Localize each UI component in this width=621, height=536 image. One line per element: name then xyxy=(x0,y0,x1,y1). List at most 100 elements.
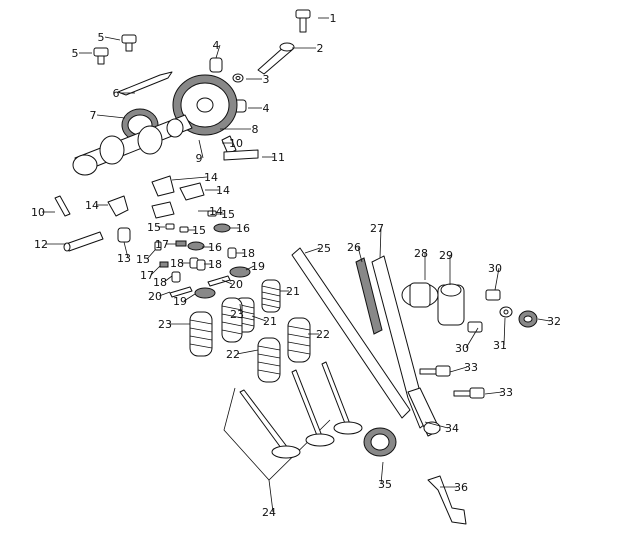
callout-label-c16b: 16 xyxy=(208,241,222,254)
part-17-locks xyxy=(159,240,187,268)
leader-line-c14b xyxy=(171,176,208,181)
leader-line-c31 xyxy=(503,317,506,346)
callout-label-c20a: 20 xyxy=(229,278,243,291)
leader-line-c19b xyxy=(183,293,196,302)
callout-label-c14b: 14 xyxy=(204,171,218,184)
leader-line-c32 xyxy=(537,318,551,322)
callout-label-c15c: 15 xyxy=(192,224,206,237)
callout-label-c15a: 15 xyxy=(221,208,235,221)
part-29-tensioner xyxy=(437,283,465,326)
callout-label-c23b: 23 xyxy=(230,308,244,321)
part-25-chain-guide xyxy=(291,247,411,419)
callout-label-c21b: 21 xyxy=(263,315,277,328)
leader-line-c20a xyxy=(221,279,233,285)
callout-label-c32: 32 xyxy=(547,315,561,328)
callout-label-c18a: 18 xyxy=(241,247,255,260)
callout-label-c23a: 23 xyxy=(158,318,172,331)
callout-label-c17b: 17 xyxy=(140,269,154,282)
callout-label-c18c: 18 xyxy=(208,258,222,271)
leader-line-c19a xyxy=(245,265,255,271)
callout-label-c10a: 10 xyxy=(229,137,243,150)
callout-label-c18b: 18 xyxy=(170,257,184,270)
leader-line-c25 xyxy=(304,247,321,254)
leader-line-c13 xyxy=(123,241,129,259)
part-33-bolt-a xyxy=(419,365,451,377)
callout-label-c31: 31 xyxy=(493,339,507,352)
callout-label-c9: 9 xyxy=(196,152,203,165)
part-14-rocker-d xyxy=(151,201,175,219)
leader-line-c4a xyxy=(215,44,221,59)
part-31-washer xyxy=(499,306,513,318)
part-10-pin-lower xyxy=(54,195,71,217)
callout-label-c13: 13 xyxy=(117,252,131,265)
callout-label-c35: 35 xyxy=(378,478,392,491)
part-19-spring-seats xyxy=(194,266,251,299)
callout-label-c28: 28 xyxy=(414,247,428,260)
leader-line-c18d xyxy=(163,275,173,283)
part-14-rocker-a xyxy=(107,195,129,217)
callout-label-c16a: 16 xyxy=(236,222,250,235)
part-2-shaft xyxy=(257,42,295,75)
leader-line-c5a xyxy=(104,36,121,41)
leader-line-c22b xyxy=(236,349,259,355)
part-10-pin-upper xyxy=(221,135,237,155)
part-18-seals xyxy=(171,247,237,283)
callout-label-c22b: 22 xyxy=(226,348,240,361)
part-5-bolt-b xyxy=(93,47,109,65)
leader-line-c24 xyxy=(268,479,274,513)
part-15-keepers xyxy=(154,210,217,251)
part-8-large-gear xyxy=(172,74,238,136)
leader-line-c26 xyxy=(357,246,363,263)
leader-line-c34 xyxy=(424,421,449,429)
part-11-pin xyxy=(223,149,259,161)
part-23-spring-a xyxy=(189,311,213,357)
part-22-spring-a xyxy=(287,317,311,363)
callout-label-c22a: 22 xyxy=(316,328,330,341)
leader-line-c17b xyxy=(150,265,161,276)
part-13-bushing xyxy=(117,227,131,243)
callout-label-c30a: 30 xyxy=(488,262,502,275)
callout-leaders xyxy=(42,17,551,513)
callout-label-c7: 7 xyxy=(90,109,97,122)
callout-label-c12: 12 xyxy=(34,238,48,251)
callout-label-c6: 6 xyxy=(113,87,120,100)
part-4-bushing-upper xyxy=(209,57,223,73)
callout-label-c1: 1 xyxy=(330,12,337,25)
leader-line-c35 xyxy=(380,461,384,485)
callout-label-c5b: 5 xyxy=(72,47,79,60)
callout-label-c26: 26 xyxy=(347,241,361,254)
part-5-bolt-a xyxy=(121,34,137,52)
callout-label-c29: 29 xyxy=(439,249,453,262)
callout-label-c19a: 19 xyxy=(251,260,265,273)
callout-label-c27: 27 xyxy=(370,222,384,235)
leader-line-c21b xyxy=(251,315,267,322)
callout-label-c33b: 33 xyxy=(499,386,513,399)
part-28-tensioner-body xyxy=(401,282,439,308)
part-3-washer xyxy=(232,73,244,83)
callout-label-c3: 3 xyxy=(263,73,270,86)
part-35-bearing xyxy=(363,427,397,457)
leader-line-c30b xyxy=(465,327,479,349)
leader-line-c33b xyxy=(484,391,503,395)
part-21-spring-a xyxy=(261,279,281,313)
leader-line-c20b xyxy=(158,291,171,297)
callout-label-c8: 8 xyxy=(252,123,259,136)
part-6-plate xyxy=(117,71,173,96)
callout-label-c14a: 14 xyxy=(85,199,99,212)
callout-label-c30b: 30 xyxy=(455,342,469,355)
part-22-spring-b xyxy=(257,337,281,383)
part-24-valves xyxy=(223,361,363,481)
part-23-spring-b xyxy=(221,297,243,343)
callout-label-c19b: 19 xyxy=(173,295,187,308)
callout-label-c17a: 17 xyxy=(155,238,169,251)
part-12-shaft xyxy=(63,231,104,252)
callout-label-c20b: 20 xyxy=(148,290,162,303)
part-32-nut xyxy=(518,310,538,328)
part-16-retainers xyxy=(187,223,231,251)
part-14-rocker-b xyxy=(151,175,175,197)
leader-line-c23b xyxy=(239,303,242,315)
part-30-bolt-a xyxy=(485,289,501,301)
